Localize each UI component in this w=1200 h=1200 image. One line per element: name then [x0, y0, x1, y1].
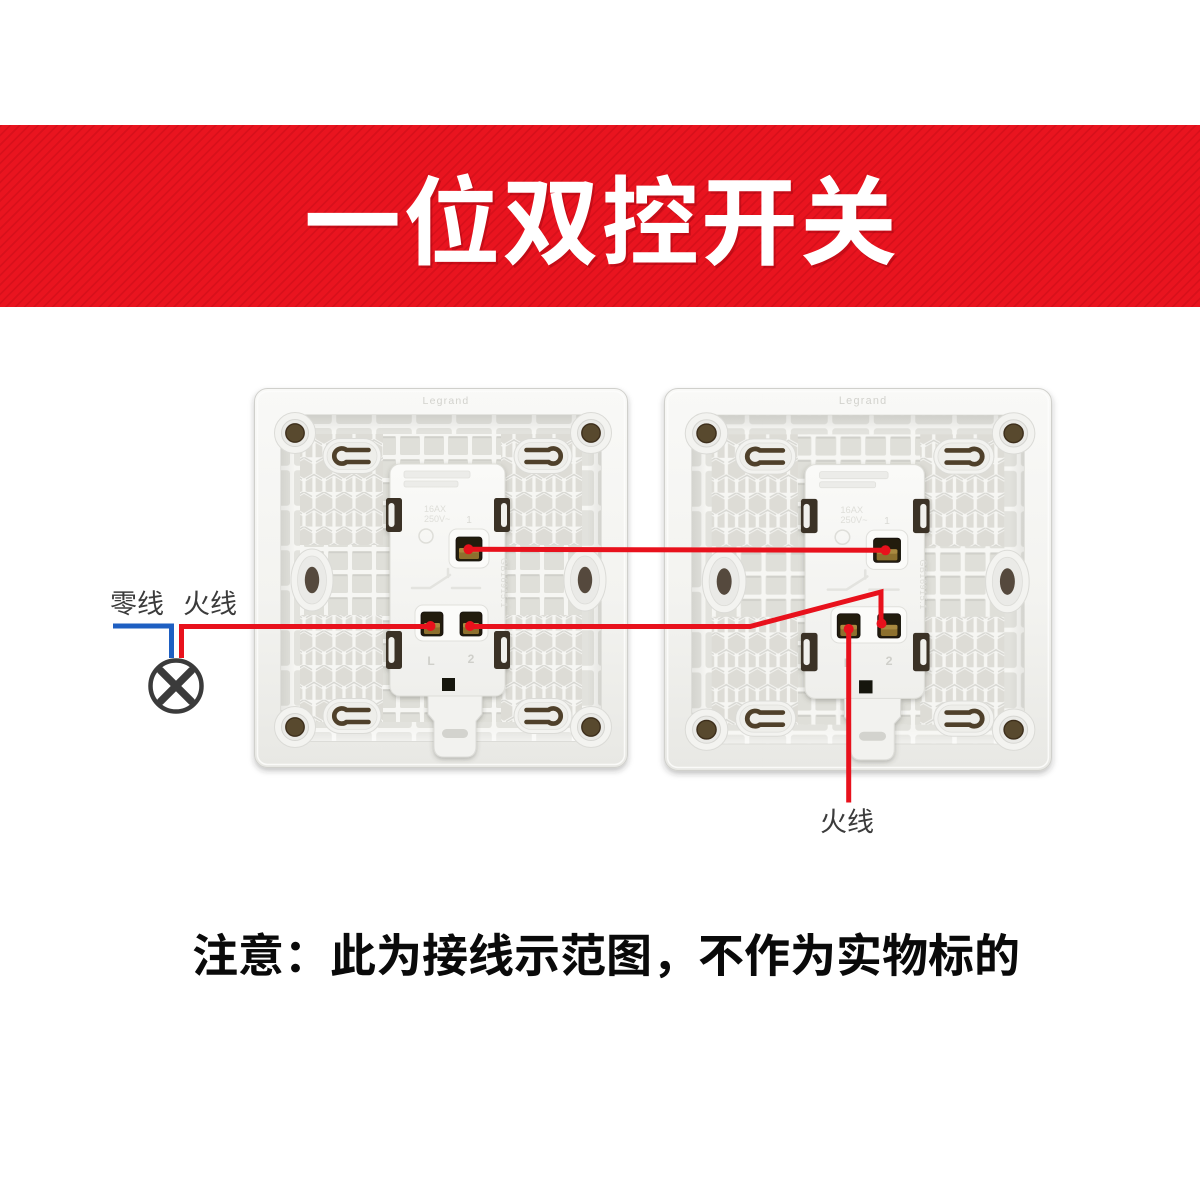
label-live-wire-bottom: [821, 808, 873, 834]
wires: [113, 544, 891, 803]
banner-title-text: [307, 173, 897, 269]
switch-plate-right: [665, 389, 1052, 771]
banner-title: [307, 173, 897, 269]
live-wire-to-left-switch: [179, 624, 429, 658]
lamp-icon: [148, 658, 204, 714]
wire-terminal-dots: [425, 544, 891, 634]
wire-labels: [110, 590, 873, 834]
label-live-wire: [184, 590, 236, 616]
switch-plate-left: [255, 389, 628, 768]
neutral-wire: [113, 623, 174, 658]
label-neutral-wire: [110, 590, 163, 616]
note-text: [193, 932, 1018, 979]
traveler-wire-top: [467, 546, 887, 553]
traveler-wire-bottom: [470, 588, 884, 629]
title-banner: [0, 125, 1200, 307]
